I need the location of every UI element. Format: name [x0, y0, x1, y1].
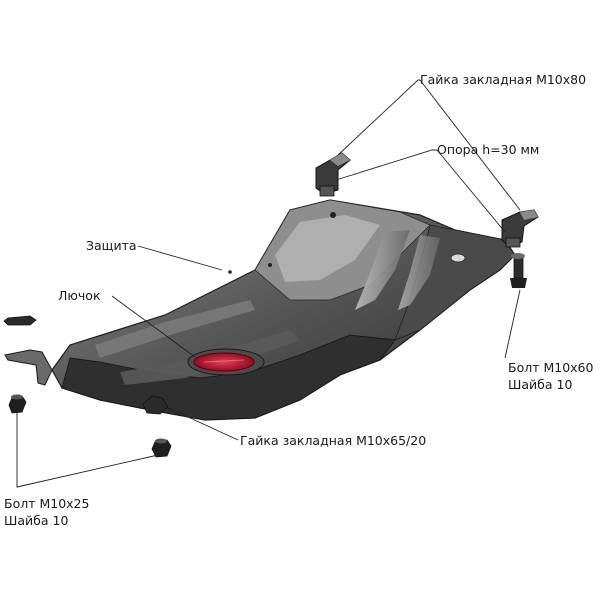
plate-small-hole	[330, 212, 336, 218]
leader-lines	[16, 79, 521, 488]
label-hatch: Лючок	[58, 288, 101, 303]
access-hatch	[187, 348, 265, 376]
leader-support-2	[436, 149, 506, 233]
plate-hole	[450, 253, 466, 263]
leader-support	[335, 149, 437, 181]
support-left	[315, 152, 351, 197]
leader-nut-top	[337, 79, 420, 156]
leader-bolt-left	[16, 412, 159, 488]
label-nut-bottom: Гайка закладная М10х65/20	[240, 433, 427, 448]
label-bolt-left: Болт М10х25	[4, 496, 90, 511]
leader-nut-bottom	[161, 404, 239, 441]
bolt-right	[510, 253, 527, 288]
plate-small-hole	[268, 263, 272, 267]
leader-nut-top-2	[419, 79, 521, 211]
plate-light-panel	[275, 215, 380, 282]
plate-rib-2	[398, 235, 440, 310]
bolt-left-3	[151, 438, 172, 458]
leader-guard	[137, 245, 223, 271]
label-washer-left: Шайба 10	[4, 513, 69, 528]
plate-rib-1	[355, 230, 410, 310]
label-bolt-right: Болт М10х60	[508, 360, 594, 375]
label-guard: Защита	[86, 238, 137, 253]
left-bracket	[4, 349, 53, 386]
leader-hatch	[111, 295, 196, 358]
skid-plate	[4, 199, 516, 421]
label-washer-right: Шайба 10	[508, 377, 573, 392]
leader-bolt-right	[504, 289, 521, 359]
bolt-left-1	[3, 315, 37, 326]
label-nut-top: Гайка закладная М10х80	[420, 72, 587, 87]
bolt-left-2	[8, 394, 27, 414]
bottom-nut-body	[142, 395, 169, 415]
support-right	[501, 209, 539, 248]
plate-rib-3	[95, 300, 255, 358]
label-support: Опора h=30 мм	[437, 142, 540, 157]
plate-small-hole	[228, 270, 232, 274]
